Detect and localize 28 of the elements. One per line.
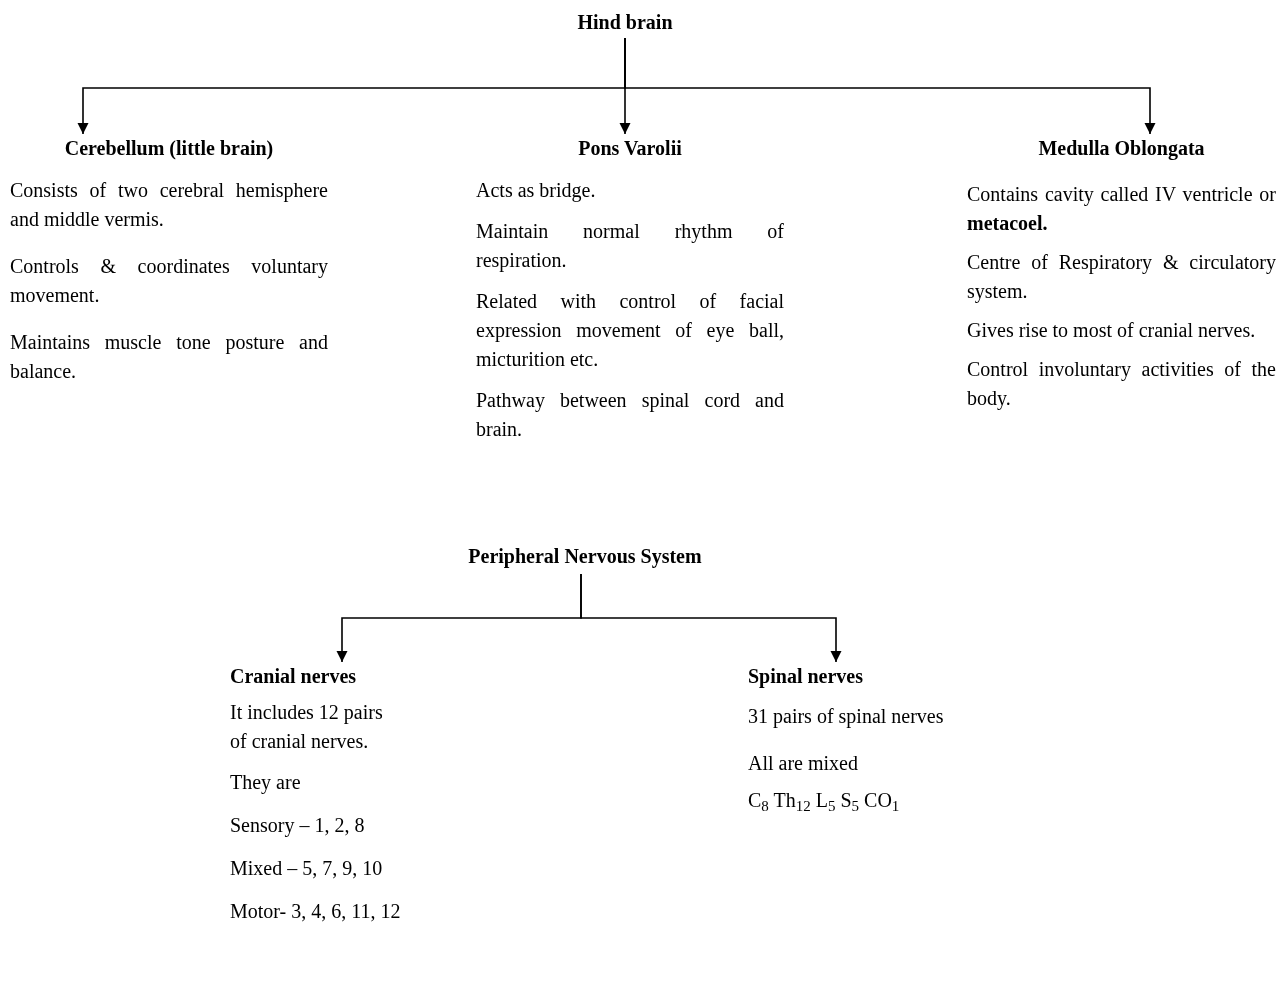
paragraph-text: Pathway between spinal cord and brain.: [476, 388, 784, 442]
paragraph-text: Related with control of facial expression movement of eye ball, micturition etc.: [476, 289, 784, 372]
paragraph-text: They are: [230, 770, 302, 796]
paragraph-text: Consists of two cerebral hemisphere and middle vermis.: [10, 178, 328, 232]
paragraph-text: All are mixed: [748, 751, 859, 776]
paragraph-text: Centre of Respiratory & circulatory system.: [967, 250, 1276, 305]
connector-arrow: [624, 37, 1156, 135]
paragraph-text: Acts as bridge.: [476, 178, 597, 204]
heading-text: Cerebellum (little brain): [63, 136, 275, 162]
paragraph-text: Controls & coordinates voluntary movement.: [10, 254, 328, 308]
heading-text: Hind brain: [520, 6, 730, 38]
heading-text: Medulla Oblongata: [1037, 136, 1206, 162]
connector-arrow: [580, 573, 842, 663]
heading-text: Pons Varolii: [577, 136, 683, 161]
paragraph-text: Maintains muscle tone posture and balance.: [10, 330, 328, 384]
paragraph-text: Maintain normal rhythm of respiration.: [476, 219, 784, 274]
paragraph-text: Control involuntary activities of the body.: [967, 357, 1276, 412]
heading-text: Spinal nerves: [748, 664, 865, 690]
paragraph-text: Sensory – 1, 2, 8: [230, 813, 366, 839]
heading-text: Peripheral Nervous System: [405, 540, 765, 574]
heading-text: Cranial nerves: [230, 664, 358, 689]
paragraph-text: Motor- 3, 4, 6, 11, 12: [230, 899, 402, 924]
paragraph-text: Gives rise to most of cranial nerves.: [967, 318, 1257, 343]
paragraph-text: Mixed – 5, 7, 9, 10: [230, 856, 384, 881]
paragraph-text: Contains cavity called IV ventricle or metacoel.: [967, 182, 1276, 236]
paragraph-text: 31 pairs of spinal nerves: [748, 704, 945, 730]
paragraph-text: It includes 12 pairs of cranial nerves.: [230, 700, 384, 754]
paragraph-text: C$_{8}$ Th$_{12}$ L$_{5}$ S$_{5}$ CO$_{1}$: [748, 788, 901, 815]
